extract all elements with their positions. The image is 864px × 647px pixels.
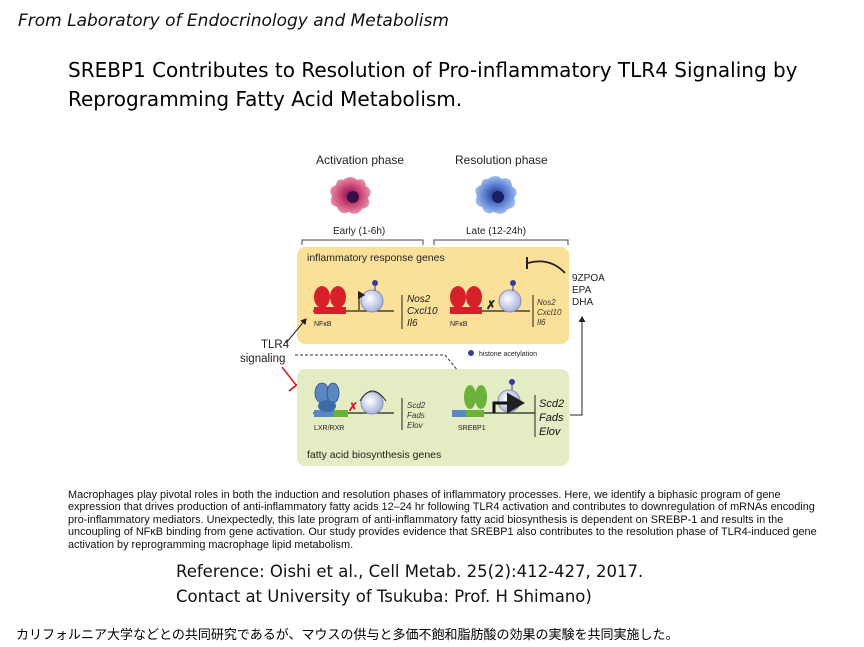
resolution-phase-label: Resolution phase <box>455 153 548 167</box>
srebp1-complex <box>452 379 535 417</box>
gene-early-3: Il6 <box>407 318 418 329</box>
contact-line: Contact at University of Tsukuba: Prof. … <box>176 587 592 606</box>
gene-late-1: Nos2 <box>537 298 556 307</box>
tlr4-lxr-inhibition <box>281 366 297 386</box>
gene-early-1: Nos2 <box>407 294 431 305</box>
fa-production-arrow <box>570 316 586 416</box>
inflammatory-genes-box <box>297 247 569 344</box>
nfkb-early-label: NFκB <box>314 321 332 328</box>
tlr4-activation-arrow <box>285 318 307 344</box>
fa-gene-late-2: Fads <box>539 412 564 424</box>
resolving-macrophage-icon <box>475 176 517 214</box>
fa-gene-late-3: Elov <box>539 426 562 438</box>
activated-macrophage-icon <box>330 177 371 214</box>
activation-phase-label: Activation phase <box>316 153 404 167</box>
lab-name: From Laboratory of Endocrinology and Met… <box>18 11 449 31</box>
nfkb-late-complex: ✗ <box>450 280 530 314</box>
mechanism-diagram: Activation phase Resolution phase Early … <box>240 153 605 466</box>
fa-gene-early-1: Scd2 <box>407 401 426 410</box>
fatty-acid-1: 9ZPOA <box>572 273 605 284</box>
fa-gene-early-2: Fads <box>407 411 425 420</box>
fatty-acid-inhibition-arrow <box>527 260 566 274</box>
svg-text:✗: ✗ <box>348 400 358 414</box>
gene-early-2: Cxcl10 <box>407 306 438 317</box>
nfkb-early-complex <box>313 280 394 314</box>
tlr4-to-srebp-arrow <box>295 354 464 378</box>
fatty-acid-genes-label: fatty acid biosynthesis genes <box>307 449 441 461</box>
fa-gene-late-1: Scd2 <box>539 398 564 410</box>
fatty-acid-3: DHA <box>572 297 593 308</box>
histone-acetylation-label: histone acetylation <box>479 351 537 358</box>
lxr-rxr-complex: ✗ <box>313 382 394 417</box>
lxr-rxr-label: LXR/RXR <box>314 425 344 432</box>
reference-line: Reference: Oishi et al., Cell Metab. 25(… <box>176 562 644 581</box>
svg-text:✗: ✗ <box>486 298 496 312</box>
nfkb-late-label: NFκB <box>450 321 468 328</box>
late-label: Late (12-24h) <box>466 226 526 237</box>
abstract-text: Macrophages play pivotal roles in both t… <box>68 489 817 551</box>
early-label: Early (1-6h) <box>333 226 385 237</box>
tlr4-label: TLR4 <box>261 339 290 351</box>
signaling-label: signaling <box>240 353 285 365</box>
paper-title: SREBP1 Contributes to Resolution of Pro-… <box>68 58 798 111</box>
gene-late-3: Il6 <box>537 318 546 327</box>
histone-acetylation-dot <box>468 350 474 356</box>
fatty-acid-2: EPA <box>572 285 592 296</box>
gene-late-2: Cxcl10 <box>537 308 562 317</box>
japanese-note: カリフォルニア大学などとの共同研究であるが、マウスの供与と多価不飽和脂肪酸の効果… <box>16 628 679 643</box>
inflammatory-genes-label: inflammatory response genes <box>307 252 445 264</box>
late-bracket <box>433 239 569 245</box>
fa-gene-early-3: Elov <box>407 421 424 430</box>
early-bracket <box>301 239 424 245</box>
srebp1-label: SREBP1 <box>458 425 486 432</box>
